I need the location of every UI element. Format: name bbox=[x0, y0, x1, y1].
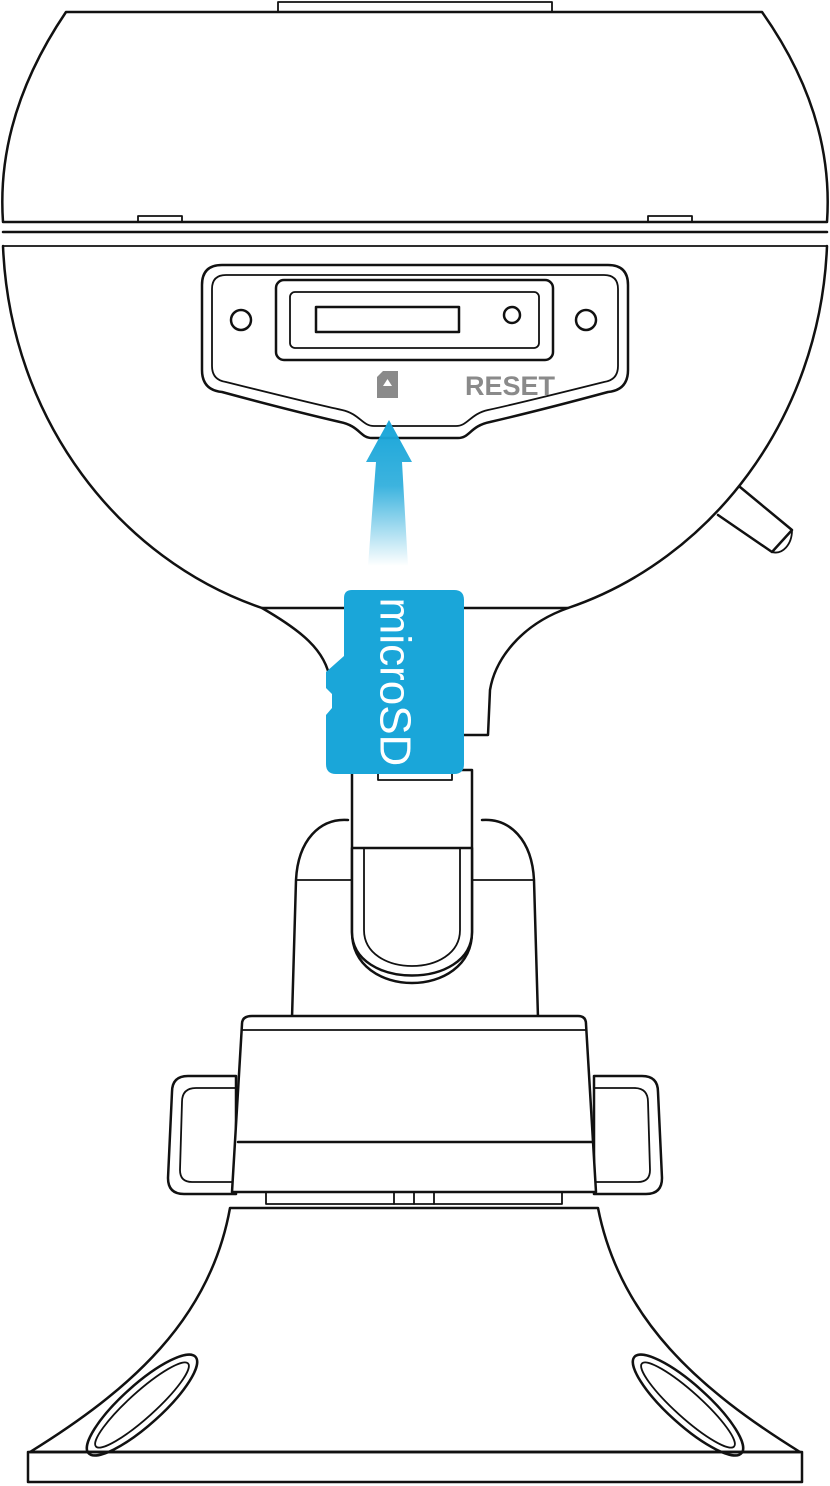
microsd-slot bbox=[314, 305, 461, 334]
reset-pinhole bbox=[502, 305, 522, 325]
base-foot bbox=[26, 1206, 804, 1484]
base-hub bbox=[166, 1014, 664, 1205]
camera-body bbox=[1, 1, 829, 610]
port-panel: RESET bbox=[200, 263, 630, 440]
screw-right bbox=[574, 308, 598, 332]
sd-card-icon bbox=[377, 371, 398, 398]
microsd-card-label: microSD bbox=[371, 598, 420, 767]
reset-label: RESET bbox=[465, 371, 556, 401]
arrow-up-icon bbox=[366, 420, 412, 566]
microsd-card: microSD bbox=[326, 590, 464, 774]
screw-left bbox=[229, 308, 253, 332]
camera-neck bbox=[260, 606, 570, 1020]
